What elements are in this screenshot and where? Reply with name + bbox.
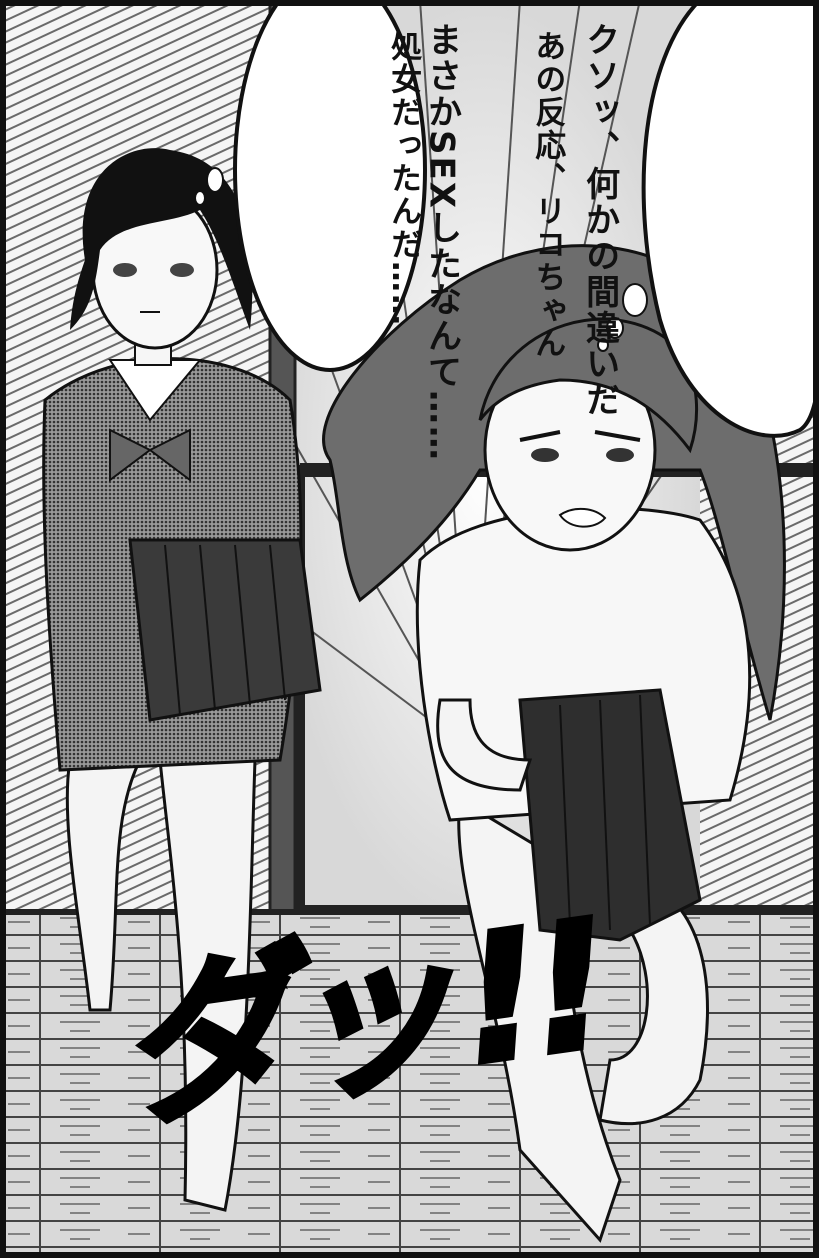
speech-bubble-left bbox=[233, 0, 427, 372]
speech-line: まさかSEXしたなんて…… bbox=[421, 22, 462, 462]
speech-line: あの反応、リコちゃん bbox=[529, 30, 566, 360]
girl-right-long-hair bbox=[322, 244, 786, 1243]
speech-line: 処女だったんだ…… bbox=[385, 30, 422, 327]
speech-bubble-right bbox=[641, 0, 819, 438]
speech-line: クソッ、何かの間違いだ bbox=[579, 22, 620, 418]
girl-left-short-hair bbox=[42, 148, 322, 1212]
speech-text-right: クソッ、何かの間違いだ まさかSEXしたなんて…… bbox=[310, 22, 732, 462]
speech-text-left: あの反応、リコちゃん 処女だったんだ…… bbox=[283, 30, 667, 360]
